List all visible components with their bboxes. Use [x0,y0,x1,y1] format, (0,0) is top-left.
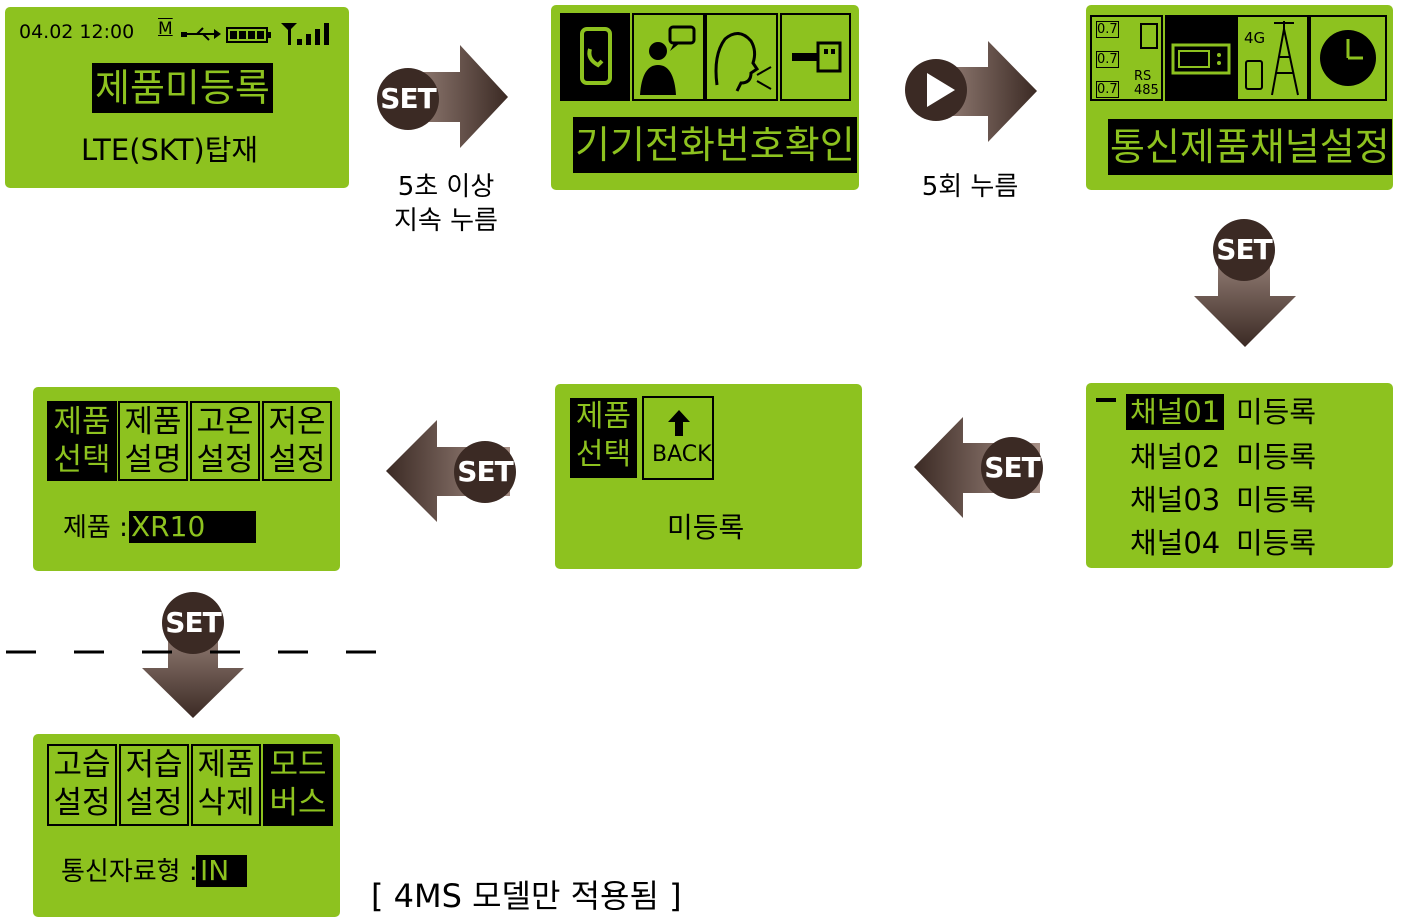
set-button-4[interactable]: SET [981,437,1043,499]
product-value: XR10 [129,511,256,543]
phone-icon [560,13,630,101]
unregistered-title: 제품미등록 [92,63,273,113]
set-button-6[interactable]: SET [162,592,224,654]
hold-caption: 5초 이상 지속 누름 [366,170,526,238]
cursor-marker [1096,398,1116,402]
back-button[interactable]: BACK [642,396,714,480]
up-arrow-icon [668,410,690,436]
screen-device-phone-check: 기기전화번호확인 [551,5,859,190]
product-select-line1: 제품 [575,399,632,434]
data-type-label: 통신자료형 : [61,857,198,887]
arrow-left-5 [386,420,510,522]
screen-channel-setup: 0.7 0.7 0.7 RS 485 4G 통신제품채널설정 [1086,5,1393,190]
set-button-5[interactable]: SET [454,441,516,503]
lte-subtitle: LTE(SKT)탑재 [81,133,259,167]
v2-label: 0.7 [1096,51,1119,68]
channel-name-4: 채널04 [1130,526,1221,560]
usb-drive-icon [780,13,851,101]
data-type-value: IN [196,855,247,887]
v1-label: 0.7 [1096,21,1119,38]
arrow-down-6 [142,614,244,718]
channel-name-1: 채널01 [1126,394,1225,430]
model-note: [ 4MS 모델만 적용됨 ] [371,877,682,915]
hold-caption-line1: 5초 이상 [397,172,495,202]
status-time: 04.02 12:00 [19,21,135,43]
channel-name-2: 채널02 [1130,440,1221,474]
modem-icon: M [158,19,173,39]
signal-icon [281,23,329,45]
screen-product-unregistered: 04.02 12:00 M 제품미등록 LTE(SKT)탑재 [5,7,349,188]
channel-name-3: 채널03 [1130,483,1221,517]
channel-status-4: 미등록 [1236,526,1317,560]
device-display-icon [1165,15,1236,101]
channel-status-1: 미등록 [1236,395,1317,429]
set-button-1[interactable]: SET [377,68,439,130]
press-five-caption: 5회 누름 [921,172,1019,202]
product-select-menu: 제품 선택 [570,398,637,478]
clock-icon [1309,15,1387,101]
contact-icon [632,13,705,101]
rs-label: RS [1134,69,1152,84]
hold-caption-line2: 지속 누름 [394,206,498,236]
v3-label: 0.7 [1096,81,1119,98]
rs-number: 485 [1134,83,1159,98]
back-label: BACK [652,442,712,467]
voice-icon [705,13,778,101]
arrow-right-1 [392,45,508,148]
channel-status-3: 미등록 [1236,483,1317,517]
screen-product-select: 제품 선택 BACK 미등록 [555,384,862,569]
play-button-icon[interactable] [905,59,967,121]
battery-icon [226,27,271,43]
net-label: 4G [1244,29,1266,47]
product-label: 제품 : [63,513,128,543]
tower-4g-icon: 4G [1236,15,1309,101]
set-button-3[interactable]: SET [1213,219,1275,281]
screen-channel-list: 채널01 미등록 채널02 미등록 채널03 미등록 채널04 미등록 [1086,383,1393,568]
product-select-line2: 선택 [575,437,632,472]
channel-status-2: 미등록 [1236,440,1317,474]
channel-setup-title: 통신제품채널설정 [1108,119,1392,175]
phone-check-title: 기기전화번호확인 [573,117,857,173]
channel-list-icon: 0.7 0.7 0.7 RS 485 [1090,15,1163,101]
usb-icon [181,27,221,41]
product-status: 미등록 [667,511,745,544]
arrow-right-2 [923,41,1037,142]
